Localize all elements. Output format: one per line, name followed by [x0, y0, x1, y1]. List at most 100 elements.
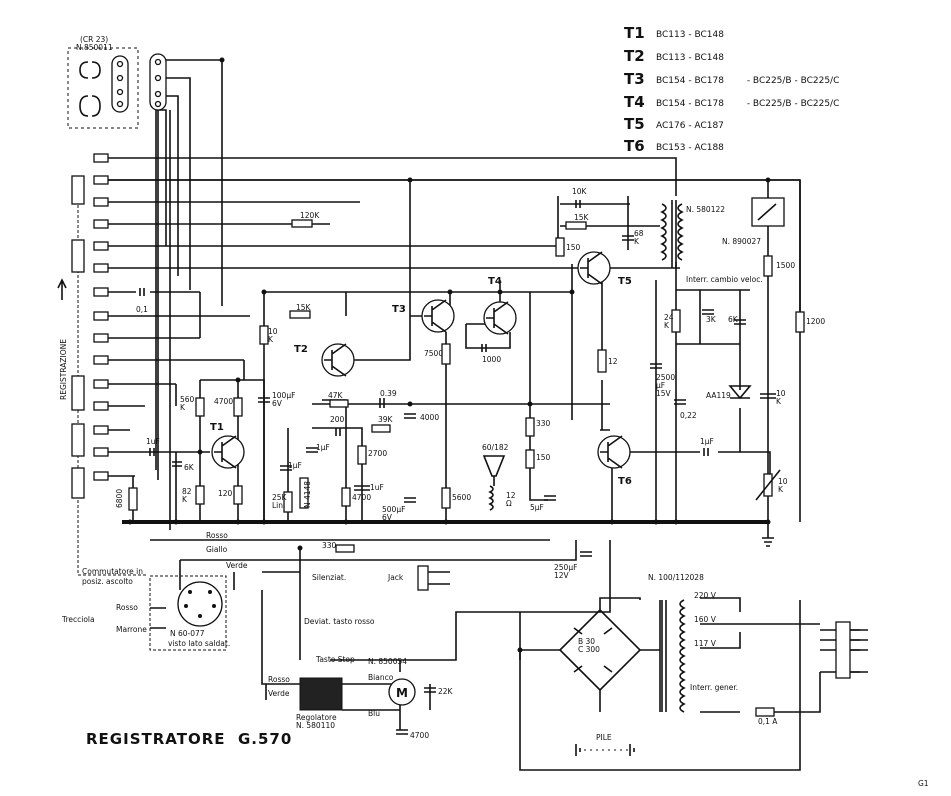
r-330: 330 [536, 419, 551, 428]
c-1000: 1000 [482, 355, 501, 364]
transistor-labels: T1 T2 T3 T4 T5 T6 [210, 276, 632, 487]
table-t5-name: T5 [624, 115, 645, 133]
c-1uf-c: 1uF [370, 483, 384, 492]
wire-rosso-1: Rosso [206, 531, 228, 540]
r-4700b: 4700 [352, 493, 371, 502]
jack-icon [417, 565, 450, 591]
c-3k: 3K [706, 315, 717, 324]
pile-label: PILE [596, 733, 612, 742]
regulator-box [299, 677, 343, 711]
battery-icon [575, 744, 635, 756]
diagram-title: REGISTRATORE G.570 [86, 730, 292, 748]
jack-label: Jack [387, 573, 404, 582]
wire-bianco: Bianco [368, 673, 394, 682]
table-t2-name: T2 [624, 47, 645, 65]
t3-label: T3 [392, 304, 406, 315]
r-2700: 2700 [368, 449, 387, 458]
r-150-t5: 150 [566, 243, 581, 252]
junction-dots [127, 57, 771, 653]
table-t4-types: BC154 - BC178 - BC225/B - BC225/C [656, 99, 839, 109]
speaker-label: 60/182 [482, 443, 509, 452]
r-6k: 6K [184, 463, 195, 472]
v-220: 220 V [694, 591, 717, 600]
table-t6-name: T6 [624, 137, 645, 155]
r-15k-top: 15K [574, 213, 590, 222]
silenziat-label: Silenziat. [312, 573, 346, 582]
c-0-22: 0,22 [680, 411, 697, 420]
c-0-1: 0,1 [136, 305, 148, 314]
c-1uf-in: 1uF [146, 437, 160, 446]
r-7500: 7500 [424, 349, 443, 358]
r-1200: 1200 [806, 317, 825, 326]
c-4000: 4000 [420, 413, 439, 422]
wiring [67, 47, 860, 771]
connector-label-2: visto lato saldat. [168, 639, 230, 648]
commutatore-line2: posiz. ascolto [82, 577, 133, 586]
trecciola-label: Trecciola [61, 615, 95, 624]
interr-veloc: Interr. cambio veloc. [686, 275, 763, 284]
connector-label: N 60-077 [170, 629, 205, 638]
transistor-symbols [211, 251, 631, 469]
deviat-label: Deviat. tasto rosso [304, 617, 375, 626]
t1-label: T1 [210, 422, 224, 433]
wire-rosso-2: Rosso [116, 603, 138, 612]
r-150: 150 [536, 453, 551, 462]
table-t3-name: T3 [624, 70, 645, 88]
v-160: 160 V [694, 615, 717, 624]
motor-part-label: N. 850054 [368, 657, 407, 666]
table-t6-types: BC153 - AC188 [656, 143, 724, 153]
meter-label: N. 890027 [722, 237, 761, 246]
t2-label: T2 [294, 344, 308, 355]
r-5600: 5600 [452, 493, 471, 502]
head-cr-label: (CR 23) [80, 35, 108, 44]
wire-blu: Blu [368, 709, 380, 718]
transformer-t5: N. 580122 [686, 205, 725, 214]
wire-rosso-3: Rosso [268, 675, 290, 684]
c-22k: 22K [438, 687, 454, 696]
rectifier-bridge-icon [558, 608, 642, 692]
c-1uf-a: 1µF [288, 461, 302, 470]
r-120: 120 [218, 489, 233, 498]
transistor-t1-icon [211, 435, 245, 469]
c-0-39: 0.39 [380, 389, 397, 398]
r-15k: 15K [296, 303, 312, 312]
c-1uf-out: 1µF [700, 437, 714, 446]
t4-label: T4 [488, 276, 502, 287]
head-part-label: N.850011 [76, 43, 113, 52]
switch-bank [57, 153, 109, 499]
diode-n4148: N 4148 [303, 481, 312, 508]
transistor-t6-icon [597, 435, 631, 469]
motor-icon: M [388, 678, 416, 706]
table-t3-types: BC154 - BC178 - BC225/B - BC225/C [656, 76, 839, 86]
table-t1-types: BC113 - BC148 [656, 30, 724, 40]
interr-gener-label: Interr. gener. [690, 683, 738, 692]
transistor-t3-icon [421, 299, 455, 333]
wire-marrone: Marrone [116, 625, 147, 634]
c-200: 200 [330, 415, 345, 424]
t6-label: T6 [618, 476, 632, 487]
fuse-label: 0,1 A [758, 717, 778, 726]
transistor-table: T1 BC113 - BC148 T2 BC113 - BC148 T3 BC1… [624, 24, 839, 155]
v-117: 117 V [694, 639, 717, 648]
r-120k: 120K [300, 211, 320, 220]
plug-icon [835, 621, 868, 679]
tasto-stop-label: Tasto Stop [315, 655, 355, 664]
transistor-t2-icon [321, 343, 355, 377]
table-t4-name: T4 [624, 93, 645, 111]
c-10k-top: 10K [572, 187, 588, 196]
wire-verde-2: Verde [268, 689, 290, 698]
mains-transformer-icon [661, 599, 686, 713]
